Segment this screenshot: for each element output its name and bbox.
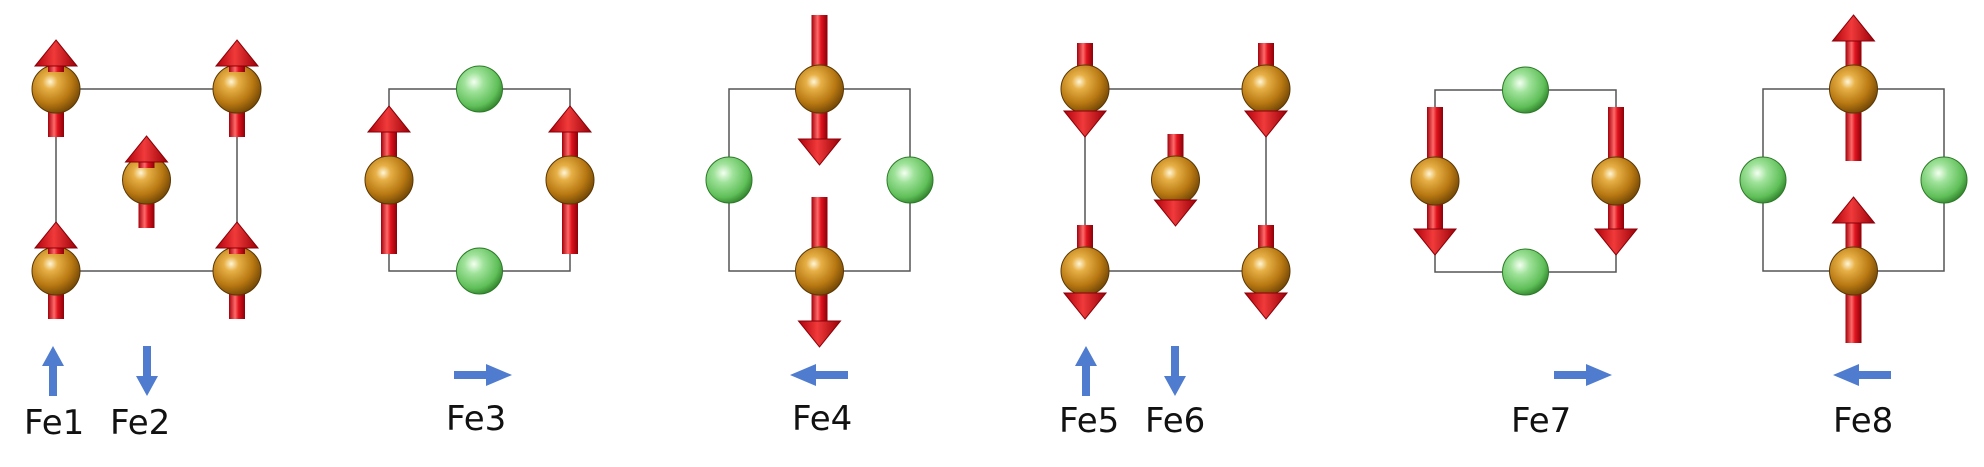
- spin-arrow-head: [1831, 14, 1876, 42]
- spin-arrow-head: [1062, 110, 1108, 138]
- unit-cell-edge: [1084, 88, 1267, 272]
- direction-arrow-left-icon: [1833, 364, 1891, 386]
- direction-arrow-up-icon: [42, 346, 64, 396]
- spin-arrow-head: [1243, 292, 1289, 320]
- spin-arrow-head: [1593, 228, 1639, 256]
- spin-arrow-neck: [562, 130, 578, 138]
- ligand-atom: [456, 65, 503, 113]
- spin-arrow-head: [1062, 292, 1108, 320]
- fe-atom: [31, 246, 81, 296]
- spin-arrow-neck: [1845, 221, 1862, 229]
- spin-arrow-head: [1831, 196, 1876, 224]
- fe-atom: [212, 246, 262, 296]
- label-fe1: Fe1: [24, 403, 85, 443]
- fe-atom: [1060, 246, 1110, 296]
- ligand-atom: [456, 247, 503, 295]
- unit-cell-edge: [388, 88, 571, 272]
- ligand-atom: [1739, 156, 1787, 204]
- spin-arrow-head: [547, 105, 593, 133]
- label-fe7: Fe7: [1511, 401, 1572, 441]
- label-fe5: Fe5: [1059, 401, 1120, 441]
- direction-arrow-up-icon: [1075, 346, 1097, 396]
- ligand-atom: [1920, 156, 1968, 204]
- fe-atom: [1241, 64, 1291, 114]
- spin-arrow-neck: [48, 64, 64, 72]
- ligand-atom: [1502, 248, 1549, 296]
- fe-atom: [545, 155, 595, 205]
- direction-arrow-down-icon: [1164, 346, 1186, 396]
- label-fe8: Fe8: [1833, 401, 1894, 441]
- spin-arrow-head: [797, 138, 842, 166]
- spin-arrow-fronts: [33, 14, 1876, 348]
- spin-arrow-head: [797, 320, 842, 348]
- spin-arrow-neck: [229, 246, 245, 254]
- spin-arrow-head: [1153, 199, 1198, 227]
- spin-arrow-neck: [229, 64, 245, 72]
- fe-atom: [795, 246, 844, 296]
- fe-atom: [1151, 155, 1200, 205]
- spin-arrow-neck: [138, 160, 155, 168]
- ligand-atom: [705, 156, 753, 204]
- fe-atom: [1591, 156, 1641, 206]
- spin-arrow-head: [124, 135, 169, 163]
- spin-arrow-neck: [1845, 39, 1862, 47]
- ligand-atom: [1502, 66, 1549, 114]
- spin-arrow-head: [33, 39, 79, 67]
- fe-atom: [1829, 246, 1878, 296]
- spin-arrow-shafts: [48, 15, 1862, 343]
- spin-arrow-head: [214, 221, 260, 249]
- spin-arrow-head: [1412, 228, 1458, 256]
- spin-arrow-head: [214, 39, 260, 67]
- unit-cell-edge: [55, 88, 238, 272]
- fe-atom: [1829, 64, 1878, 114]
- fe-atom: [212, 64, 262, 114]
- direction-arrow-right-icon: [454, 364, 512, 386]
- label-fe4: Fe4: [792, 399, 853, 439]
- direction-arrow-right-icon: [1554, 364, 1612, 386]
- fe-atom: [31, 64, 81, 114]
- spin-arrow-neck: [48, 246, 64, 254]
- unit-cells: [55, 88, 1945, 273]
- fe-atom: [795, 64, 844, 114]
- atoms: [31, 64, 1968, 296]
- fe-atom: [1060, 64, 1110, 114]
- label-fe2: Fe2: [110, 403, 171, 443]
- fe-atom: [364, 155, 414, 205]
- direction-arrow-left-icon: [790, 364, 848, 386]
- fe-atom: [1241, 246, 1291, 296]
- direction-arrow-down-icon: [136, 346, 158, 396]
- fe-atom: [1410, 156, 1460, 206]
- unit-cell-edge: [1434, 89, 1617, 273]
- spin-arrow-head: [1243, 110, 1289, 138]
- ligand-atom: [886, 156, 934, 204]
- label-fe3: Fe3: [446, 399, 507, 439]
- direction-arrows: [42, 346, 1891, 396]
- label-fe6: Fe6: [1145, 401, 1206, 441]
- spin-arrow-head: [366, 105, 412, 133]
- spin-arrow-neck: [381, 130, 397, 138]
- spin-arrow-head: [33, 221, 79, 249]
